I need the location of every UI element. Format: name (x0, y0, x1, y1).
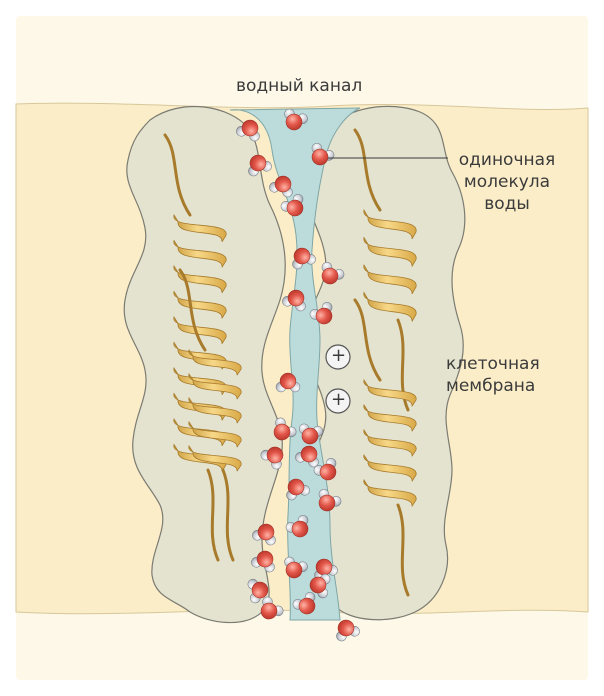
molecule-label-line2: молекула (452, 172, 562, 192)
molecule-label-line3: воды (452, 194, 562, 214)
charge-symbol: + (331, 346, 346, 366)
charge-symbol: + (331, 390, 346, 410)
molecule-label-line1: одиночная (452, 150, 562, 170)
channel-label: водный канал (236, 76, 362, 96)
membrane-label-line1: клеточная (446, 354, 540, 374)
membrane-label-line2: мембрана (446, 376, 535, 396)
